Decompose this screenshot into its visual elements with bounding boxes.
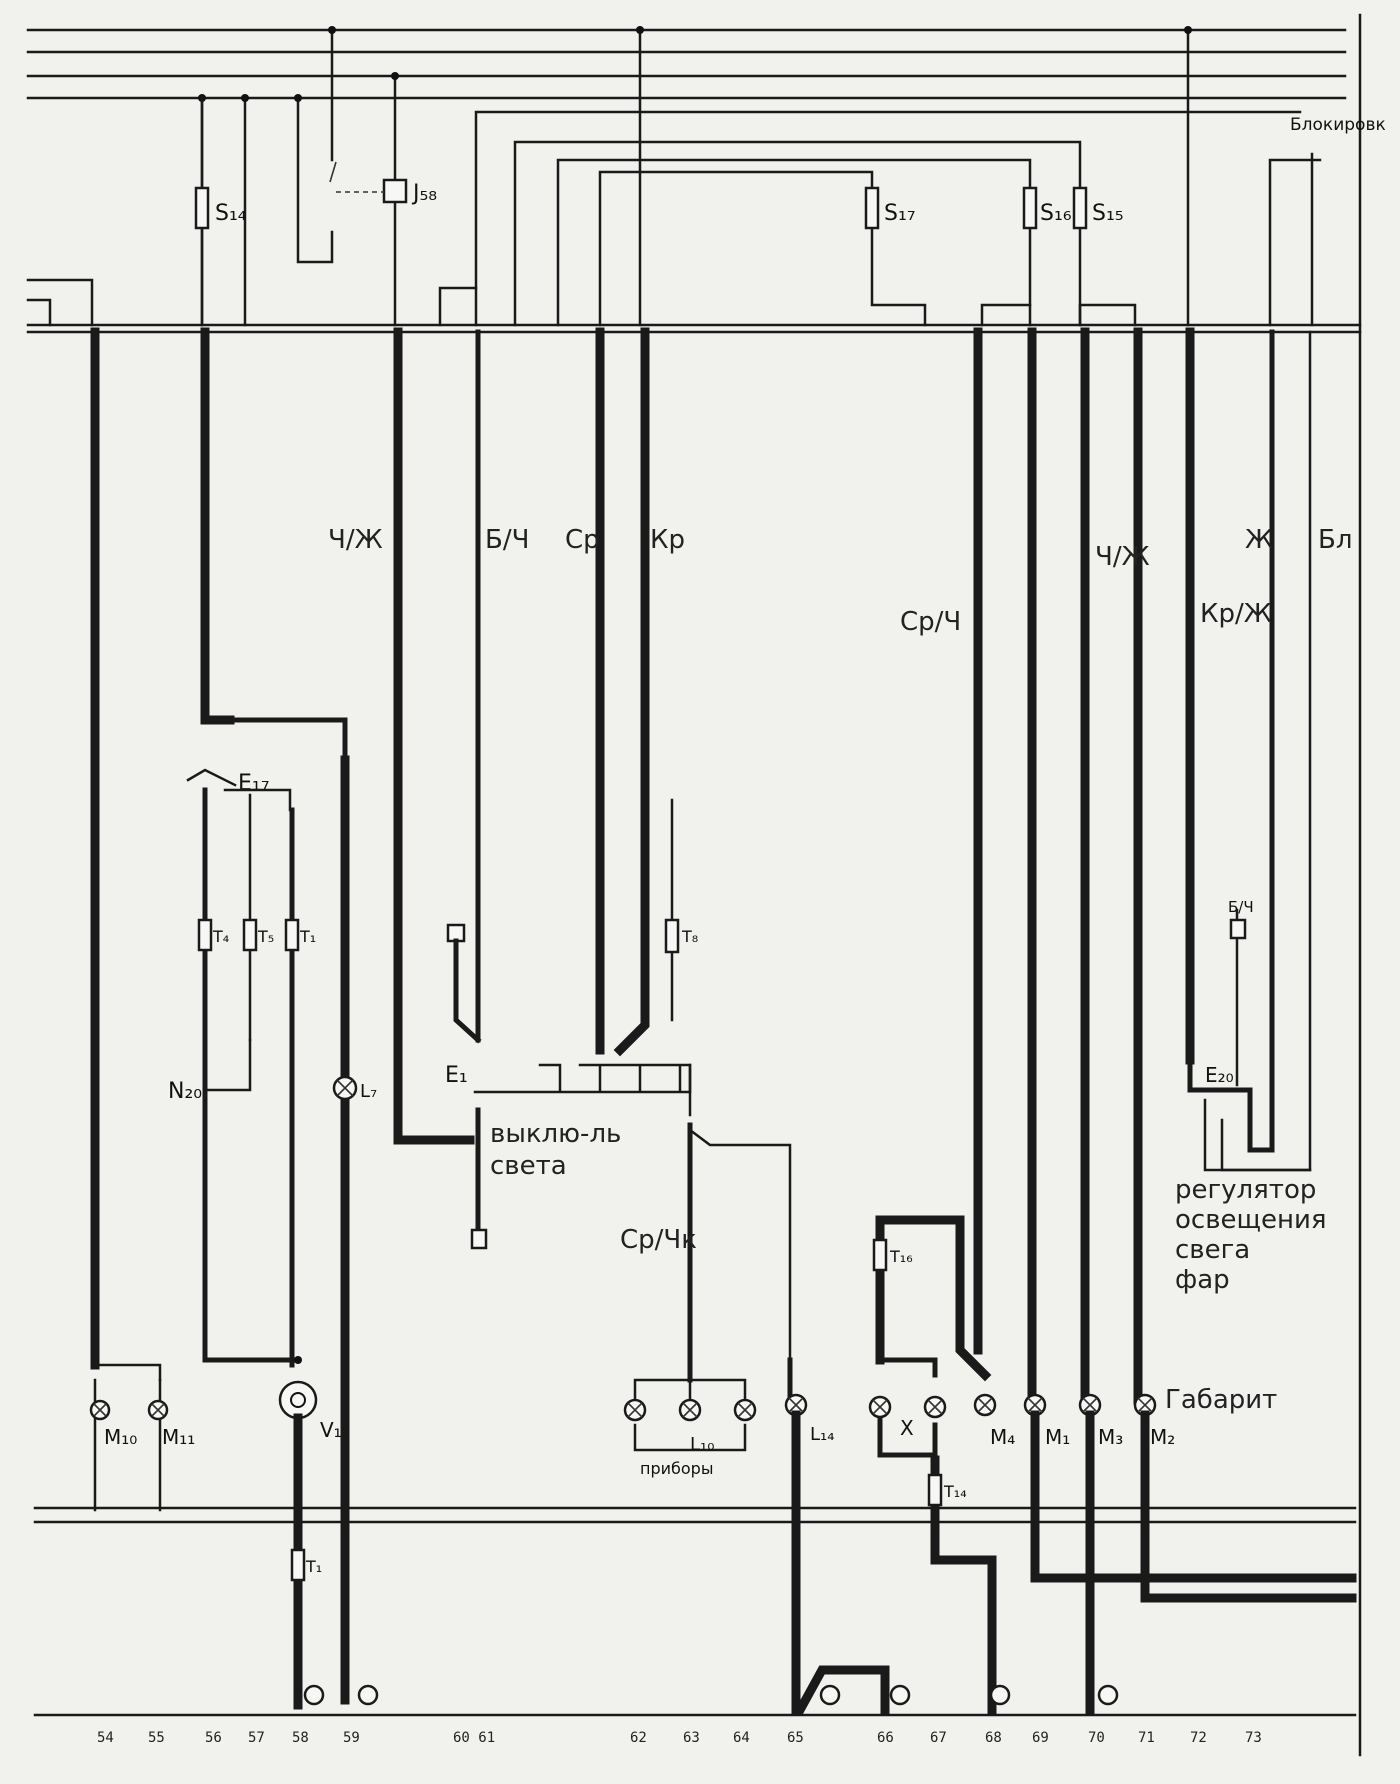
top-right-note: Блокировк <box>1290 115 1386 135</box>
motor-v1: V₁ T₁ <box>278 1380 379 1710</box>
wire-label-w4: Кр <box>650 525 685 555</box>
col-55: 55 <box>148 1730 165 1746</box>
wire-label-w5: Ср/Ч <box>900 607 961 637</box>
lamp-l14-label: L₁₄ <box>810 1424 834 1445</box>
col-57: 57 <box>248 1730 265 1746</box>
marker-m2-label: M₂ <box>1150 1425 1175 1449</box>
relay-j58: J₅₈ <box>329 161 437 206</box>
fuse-s14-label: S₁₄ <box>215 201 247 226</box>
switch-e17: E₁₇ <box>186 768 302 1368</box>
marker-m3-label: M₃ <box>1098 1425 1123 1449</box>
col-56: 56 <box>205 1730 222 1746</box>
fuse-58-label: T₁ <box>305 1557 322 1576</box>
col-65: 65 <box>787 1730 804 1746</box>
light-switch-label: E₁ <box>445 1063 468 1088</box>
col-59: 59 <box>343 1730 360 1746</box>
wire-label-w3: Ср <box>565 525 600 555</box>
switch-n20-label: N₂₀ <box>168 1079 202 1104</box>
col-54: 54 <box>97 1730 114 1746</box>
x-group: T₁₆ X T₁₄ <box>868 1215 1011 1715</box>
regulator-text-line2: освещения <box>1175 1205 1327 1235</box>
light-switch-text-line2: света <box>490 1151 567 1181</box>
lamp-group-l10-label: L₁₀ <box>690 1434 714 1455</box>
marker-lamps: M₄ M₁ M₃ M₂ Габарит <box>973 1385 1357 1715</box>
lamp-l7: L₇ <box>332 1075 377 1102</box>
fuse-t8-label: T₈ <box>681 927 698 946</box>
light-switch-e1: E₁ выклю-ль света <box>445 923 692 1250</box>
fuse-s16: S₁₆ <box>1022 186 1072 230</box>
relay-label: J₅₈ <box>411 181 437 206</box>
regulator-wire-label: Б/Ч <box>1228 898 1254 916</box>
top-bus-lines <box>26 13 1362 1757</box>
fuse-s17-label: S₁₇ <box>884 201 916 226</box>
switch-e17-label: E₁₇ <box>238 771 270 796</box>
fuse-t4-label: T₄ <box>212 927 229 946</box>
col-64: 64 <box>733 1730 750 1746</box>
col-62: 62 <box>630 1730 647 1746</box>
col-73: 73 <box>1245 1730 1262 1746</box>
lamp-l14: L₁₄ <box>784 1357 911 1717</box>
motor-v1-label: V₁ <box>320 1418 342 1442</box>
fuse-group-left: T₄ T₅ T₁ <box>197 918 316 952</box>
fuse-s16-label: S₁₆ <box>1040 201 1072 226</box>
fuse-s15: S₁₅ <box>1072 186 1124 230</box>
x-group-label: X <box>900 1416 914 1440</box>
regulator-text-line3: свега <box>1175 1235 1250 1265</box>
regulator-e20-label: E₂₀ <box>1205 1063 1234 1087</box>
regulator-e20: Б/Ч E₂₀ регулятор освещения свега фар <box>1175 898 1327 1295</box>
fuse-s15-label: S₁₅ <box>1092 201 1124 226</box>
lamp-l7-label: L₇ <box>360 1081 377 1102</box>
wire-label-w1: Ч/Ж <box>328 525 383 555</box>
col-58: 58 <box>292 1730 309 1746</box>
connector-strip <box>26 278 1362 334</box>
lower-bus-lines <box>33 1506 1357 1717</box>
lamp-m11-label: M₁₁ <box>162 1425 195 1449</box>
fuse-t1-label: T₁ <box>299 927 316 946</box>
marker-m1-label: M₁ <box>1045 1425 1070 1449</box>
col-71: 71 <box>1138 1730 1155 1746</box>
wire-label-w8: Ж <box>1245 525 1273 555</box>
col-66: 66 <box>877 1730 894 1746</box>
lamp-group-l10: L₁₀ приборы <box>623 1063 792 1478</box>
top-drops <box>198 26 1192 327</box>
harness-wires <box>90 327 1312 1705</box>
fuse-t8-center: T₈ <box>664 798 698 1022</box>
upper-routing <box>438 110 1322 327</box>
col-70: 70 <box>1088 1730 1105 1746</box>
wire-label-w9: Бл <box>1318 525 1352 555</box>
light-switch-text-line1: выклю-ль <box>490 1119 621 1149</box>
lamp-m10-label: M₁₀ <box>104 1425 137 1449</box>
switch-n20: N₂₀ <box>168 1038 252 1104</box>
fuse-t14-label: T₁₄ <box>943 1482 967 1501</box>
wire-label-w10: Ср/Чк <box>620 1225 697 1255</box>
col-60-61: 60 61 <box>453 1730 495 1746</box>
fuse-t5-label: T₅ <box>257 927 274 946</box>
wire-label-w6: Ч/Ж <box>1095 542 1150 572</box>
lamps-m10-m11: M₁₀ M₁₁ <box>89 1363 195 1512</box>
col-63: 63 <box>683 1730 700 1746</box>
wire-label-w2: Б/Ч <box>485 525 529 555</box>
wire-label-w7: Кр/Ж <box>1200 599 1272 629</box>
col-68: 68 <box>985 1730 1002 1746</box>
col-67: 67 <box>930 1730 947 1746</box>
column-numbers: 54 55 56 57 58 59 60 61 62 63 64 65 66 6… <box>97 1730 1262 1746</box>
marker-m4-label: M₄ <box>990 1425 1015 1449</box>
regulator-text-line4: фар <box>1175 1265 1230 1295</box>
fuse-s14: S₁₄ <box>194 96 247 327</box>
wire-color-labels: Ч/Ж Б/Ч Ср Кр Ср/Ч Ч/Ж Кр/Ж Ж Бл Ср/Чк <box>328 525 1352 1255</box>
fuse-s17: S₁₇ <box>864 186 916 230</box>
fuse-t16-label: T₁₆ <box>889 1247 913 1266</box>
col-72: 72 <box>1190 1730 1207 1746</box>
col-69: 69 <box>1032 1730 1049 1746</box>
regulator-text-line1: регулятор <box>1175 1175 1316 1205</box>
gabarit-label: Габарит <box>1165 1385 1277 1415</box>
lamp-group-note: приборы <box>640 1459 713 1478</box>
